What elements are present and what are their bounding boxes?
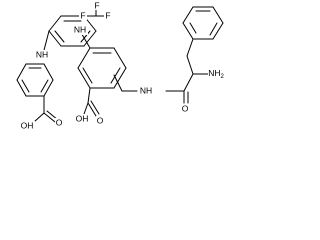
bond [186, 55, 194, 75]
bond [16, 63, 27, 81]
bonds [16, 6, 224, 123]
amino-label-bg [208, 69, 226, 79]
cooh-center-oxygen-label: O [97, 115, 104, 125]
bond [113, 67, 127, 89]
amino-label: NH2 [208, 68, 224, 79]
bond [48, 15, 62, 32]
cooh-left-oh-label: OH [21, 120, 34, 130]
bond [40, 79, 49, 93]
nh-amide-label-bg [138, 86, 154, 96]
bond [87, 87, 91, 104]
amino-label-main: NH [208, 68, 220, 78]
nh-amide-label: NH [140, 85, 152, 95]
bond [113, 74, 123, 92]
bond [80, 30, 91, 43]
atom-labels: F F F NH NH NH O NH2 O OH O OH [20, 0, 226, 131]
bond [110, 67, 121, 84]
cooh-center-oh-label: OH [76, 113, 89, 123]
bond [54, 30, 65, 43]
bond [90, 100, 100, 115]
amino-label-subscript: 2 [220, 74, 224, 80]
bond [43, 63, 54, 81]
fluorine-top-label-bg [93, 1, 101, 10]
fluorine-left-label: F [80, 10, 85, 20]
bond [21, 79, 30, 93]
fluorine-top-label: F [94, 0, 99, 10]
fluorine-left-label-bg [79, 11, 87, 20]
bond [16, 79, 27, 97]
bond [212, 22, 224, 40]
bond [182, 6, 194, 24]
cooh-left-oxygen-label: O [56, 117, 63, 127]
bond [77, 47, 91, 69]
bond [189, 22, 197, 34]
nh-center-label: NH [74, 24, 86, 34]
bond [77, 67, 91, 89]
cooh-left-oxygen-label-bg [55, 118, 63, 128]
bond [212, 6, 224, 24]
chemical-structure-diagram: F F F NH NH NH O NH2 O OH O OH [16, 0, 226, 131]
bond [182, 22, 194, 40]
nh-center-label-bg [72, 25, 88, 35]
bond [48, 30, 62, 47]
cooh-center-oxygen-label-bg [96, 116, 104, 126]
bond [43, 79, 54, 97]
bond [83, 102, 89, 115]
bond [82, 67, 93, 84]
bond [209, 22, 218, 36]
bond [43, 112, 56, 123]
cooh-left-oh-label-bg [20, 121, 35, 131]
bond [33, 112, 45, 123]
bond [113, 47, 127, 69]
bond [83, 30, 97, 47]
bond [183, 73, 194, 92]
bond [87, 102, 97, 117]
amide-oxygen-label: O [182, 103, 189, 113]
fluorine-right-label: F [105, 10, 110, 20]
fluorine-right-label-bg [104, 11, 112, 20]
nh-left-label: NH [36, 49, 48, 59]
cooh-center-oh-label-bg [75, 114, 90, 124]
bond [186, 38, 194, 57]
nh-left-label-bg [34, 50, 50, 60]
amide-oxygen-label-bg [181, 104, 189, 114]
